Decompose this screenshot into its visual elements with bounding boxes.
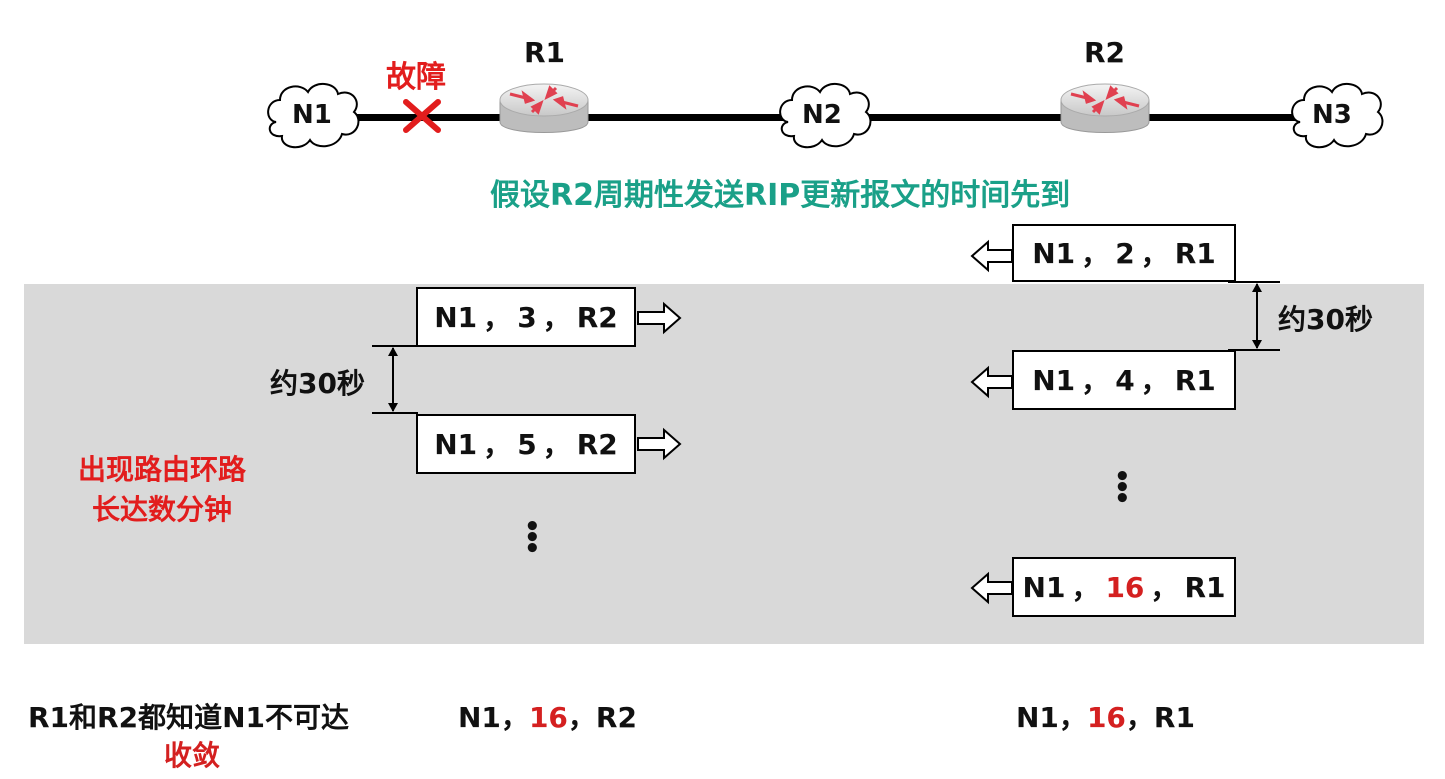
right-interval-arrow-icon xyxy=(1252,283,1262,349)
left-update-message-2: N1，5，R2 xyxy=(416,414,636,474)
network-label-n1: N1 xyxy=(292,100,332,130)
right-ellipsis: • • • xyxy=(1114,464,1131,514)
left-arrow-icon xyxy=(970,571,1013,605)
left-interval-tick-bottom xyxy=(372,412,418,414)
router-label-r2: R2 xyxy=(1084,36,1126,69)
msg-separator: ， xyxy=(1140,238,1169,271)
network-label-n2: N2 xyxy=(802,100,842,130)
result-right-entry: N1，16，R1 xyxy=(1016,696,1195,736)
msg-metric: 4 xyxy=(1115,363,1135,397)
result-left-entry: N1，16，R2 xyxy=(458,696,637,736)
msg-router: R1 xyxy=(1174,236,1216,270)
router-r2-icon xyxy=(1060,83,1150,133)
right-interval-tick-bottom xyxy=(1228,349,1280,351)
msg-net: N1 xyxy=(1032,363,1076,397)
msg-net: N1 xyxy=(434,300,478,334)
msg-separator: ， xyxy=(542,302,571,335)
msg-separator: ， xyxy=(567,701,596,734)
msg-router: R2 xyxy=(576,300,618,334)
routing-loop-note-line1: 出现路由环路 xyxy=(77,453,246,486)
left-interval-label: 约30秒 xyxy=(270,367,365,400)
msg-separator: ， xyxy=(500,701,529,734)
right-update-message-2: N1，4，R1 xyxy=(1012,350,1236,410)
msg-net: N1 xyxy=(434,427,478,461)
link-r2-n3 xyxy=(1145,114,1300,121)
right-arrow-icon xyxy=(637,427,682,461)
left-arrow-icon xyxy=(970,239,1013,273)
msg-separator: ， xyxy=(1081,365,1110,398)
converged-label: 收敛 xyxy=(164,739,221,772)
left-arrow-icon xyxy=(970,365,1013,399)
left-ellipsis: • • • xyxy=(524,514,541,564)
ellipsis-dot: • xyxy=(1114,484,1131,514)
msg-separator: ， xyxy=(1125,701,1154,734)
msg-metric: 2 xyxy=(1115,236,1135,270)
msg-metric: 5 xyxy=(517,427,537,461)
right-arrow-icon xyxy=(637,301,682,335)
msg-separator: ， xyxy=(1071,572,1100,605)
router-r1-icon xyxy=(499,83,589,133)
fault-label: 故障 xyxy=(386,60,446,95)
msg-metric-infinity: 16 xyxy=(528,701,568,734)
msg-metric: 3 xyxy=(517,300,537,334)
msg-separator: ， xyxy=(1150,572,1179,605)
left-interval-tick-top xyxy=(372,345,418,347)
result-statement: R1和R2都知道N1不可达 xyxy=(28,701,350,734)
router-label-r1: R1 xyxy=(524,36,566,69)
network-label-n3: N3 xyxy=(1312,100,1352,130)
right-interval-tick-top xyxy=(1228,281,1280,283)
msg-router: R2 xyxy=(576,427,618,461)
msg-metric-infinity: 16 xyxy=(1086,701,1126,734)
right-update-message-3: N1，16，R1 xyxy=(1012,557,1236,617)
link-r1-n2 xyxy=(585,114,785,121)
msg-separator: ， xyxy=(1081,238,1110,271)
routing-loop-note-line2: 长达数分钟 xyxy=(91,493,232,526)
link-n2-r2 xyxy=(860,114,1070,121)
assumption-text: 假设R2周期性发送RIP更新报文的时间先到 xyxy=(490,178,1071,213)
msg-router: R1 xyxy=(1153,701,1195,734)
msg-router: R1 xyxy=(1174,363,1216,397)
msg-separator: ， xyxy=(483,302,512,335)
msg-metric-infinity: 16 xyxy=(1105,570,1145,604)
msg-router: R2 xyxy=(595,701,637,734)
msg-separator: ， xyxy=(1140,365,1169,398)
msg-separator: ， xyxy=(483,429,512,462)
msg-router: R1 xyxy=(1184,570,1226,604)
msg-net: N1 xyxy=(458,701,501,734)
right-update-message-1: N1，2，R1 xyxy=(1012,224,1236,282)
routing-loop-note: 出现路由环路 长达数分钟 xyxy=(52,450,272,530)
fault-cross-icon xyxy=(403,99,441,133)
msg-net: N1 xyxy=(1032,236,1076,270)
left-update-message-1: N1，3，R2 xyxy=(416,287,636,347)
right-interval-label: 约30秒 xyxy=(1278,303,1373,336)
msg-separator: ， xyxy=(542,429,571,462)
left-interval-arrow-icon xyxy=(388,347,398,412)
link-n1-r1 xyxy=(350,114,510,121)
msg-net: N1 xyxy=(1016,701,1059,734)
msg-separator: ， xyxy=(1058,701,1087,734)
msg-net: N1 xyxy=(1022,570,1066,604)
ellipsis-dot: • xyxy=(524,534,541,564)
